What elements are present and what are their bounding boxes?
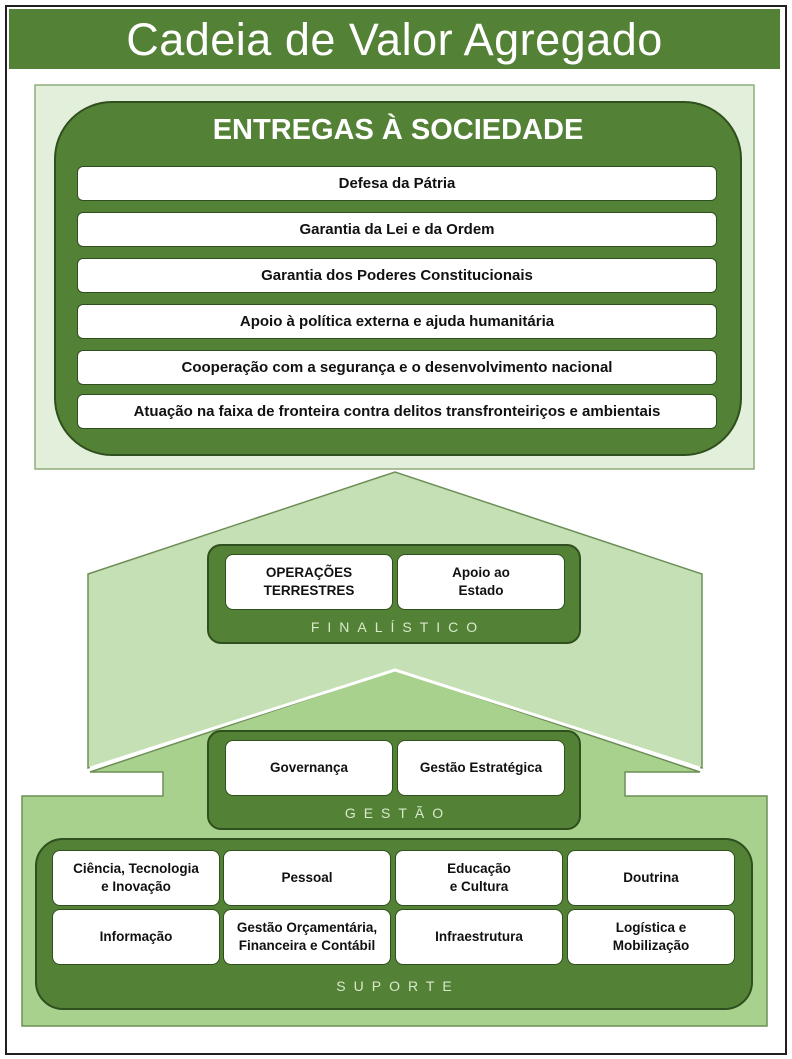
- suporte-item: Doutrina: [567, 850, 735, 906]
- finalistico-item: OPERAÇÕES TERRESTRES: [225, 554, 393, 610]
- finalistico-label: FINALÍSTICO: [310, 619, 486, 635]
- suporte-item: Pessoal: [223, 850, 391, 906]
- suporte-item: Infraestrutura: [395, 909, 563, 965]
- outer-frame: [5, 5, 787, 1055]
- entregas-title: ENTREGAS À SOCIEDADE: [212, 114, 584, 146]
- entrega-item: Apoio à política externa e ajuda humanit…: [77, 304, 717, 339]
- entrega-item: Garantia da Lei e da Ordem: [77, 212, 717, 247]
- gestao-item: Gestão Estratégica: [397, 740, 565, 796]
- gestao-label: GESTÃO: [344, 805, 452, 821]
- entrega-item: Atuação na faixa de fronteira contra del…: [77, 394, 717, 429]
- suporte-item: Ciência, Tecnologia e Inovação: [52, 850, 220, 906]
- entrega-item: Garantia dos Poderes Constitucionais: [77, 258, 717, 293]
- suporte-item: Gestão Orçamentária, Financeira e Contáb…: [223, 909, 391, 965]
- suporte-item: Informação: [52, 909, 220, 965]
- entrega-item: Defesa da Pátria: [77, 166, 717, 201]
- finalistico-item: Apoio ao Estado: [397, 554, 565, 610]
- chevron-gap-line: [89, 668, 701, 770]
- gestao-item: Governança: [225, 740, 393, 796]
- suporte-label: SUPORTE: [336, 978, 460, 994]
- entrega-item: Cooperação com a segurança e o desenvolv…: [77, 350, 717, 385]
- page-title: Cadeia de Valor Agregado: [9, 9, 780, 69]
- suporte-item: Educação e Cultura: [395, 850, 563, 906]
- suporte-item: Logística e Mobilização: [567, 909, 735, 965]
